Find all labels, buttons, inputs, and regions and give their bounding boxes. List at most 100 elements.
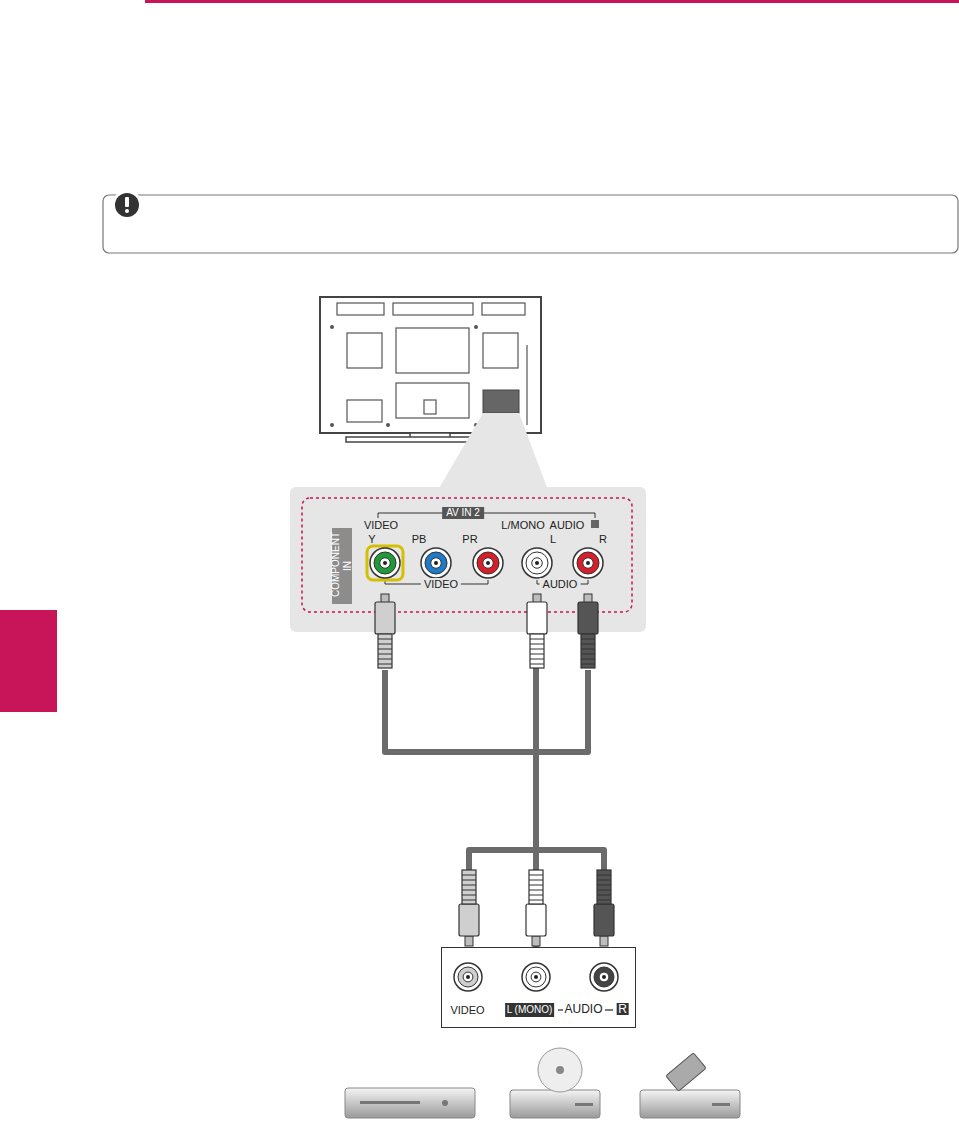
plug-ridge [530,644,544,645]
plug-tail [597,870,611,904]
jack-socket [583,558,594,569]
tv-screw [386,423,390,427]
plug-ridge [462,875,476,876]
jack [522,548,552,578]
plug-tail [529,870,543,904]
r-icon [591,520,599,528]
note-icon [115,193,139,217]
jack-ring [458,967,478,987]
plug-ridge [378,644,392,645]
jack-ring [526,552,548,574]
tv-edge [526,345,527,425]
plug-ridge [530,659,544,660]
plug-ridge [462,880,476,881]
plug-body [594,904,614,936]
plug-ridge [462,885,476,886]
jack-pin [602,975,606,979]
note-box [103,195,958,253]
plug-ridge [378,654,392,655]
plug-ridge [581,644,595,645]
jack-pin [586,561,590,565]
plug-ridge [378,664,392,665]
jack [421,548,451,578]
bracket [378,513,595,518]
panel-label: COMPONENT IN [330,535,354,597]
highlight [367,546,403,580]
jack-pin [434,561,438,565]
plug-body [526,904,546,936]
tv-panel [396,328,469,373]
dvd-detail [575,1103,593,1106]
plug-ridge [462,895,476,896]
jack-socket [380,558,391,569]
note-icon-dot [125,209,129,213]
tv-panel [347,333,382,368]
jack-ring [425,552,447,574]
tv-panel [424,400,436,414]
jack-label: VIDEO [450,1004,484,1016]
jack-socket [431,558,442,569]
vcr-button [442,1100,448,1106]
cable [469,850,604,880]
plug-ridge [378,639,392,640]
plug-ridge [530,649,544,650]
plug-tip [600,936,608,946]
jack-pin [535,561,539,565]
input-label: AV IN 2 [442,507,484,519]
vcr-slot [360,1101,420,1104]
plug-ridge [581,649,595,650]
note-icon-mark [125,197,129,207]
tv-screw [474,325,478,329]
plug-ridge [597,880,611,881]
tv-panel [347,400,382,422]
jack-label: PR [462,533,477,545]
jack-ring [577,552,599,574]
group-label: AUDIO [540,578,581,590]
tv-panel [482,303,525,315]
dvd-player [510,1090,600,1118]
plug-tip [465,936,473,946]
callout-wedge [438,413,548,490]
jack-ring [594,967,614,987]
plug-body [527,602,547,634]
jack-pin [383,561,387,565]
jack-socket [599,972,609,982]
plug-ridge [597,885,611,886]
plug-tail [462,870,476,904]
jack-area-outline [302,498,632,612]
jack-label: R [616,1003,629,1015]
jack-label: R [599,533,607,545]
plug-ridge [378,659,392,660]
plug-ridge [462,890,476,891]
device-panel: VIDEOL (MONO)AUDIOR [441,947,636,1028]
plug-tail [581,634,595,668]
cassette [666,1053,706,1091]
plug-ridge [581,639,595,640]
tv-panel [483,333,518,368]
disc [538,1048,582,1092]
plug-tip [532,936,540,946]
jack-pin [466,975,470,979]
plug-body [459,904,479,936]
dash [558,1009,563,1010]
plug-ridge [378,649,392,650]
tv-panel [393,303,473,315]
plug-ridge [597,900,611,901]
plug-ridge [529,880,543,881]
player-detail [712,1103,730,1106]
jack-socket [532,558,543,569]
note-icon-gap [112,190,142,220]
plug-ridge [529,885,543,886]
player [640,1090,740,1118]
jack-label: AUDIO [550,519,585,531]
side-tab [0,610,57,712]
jack [522,963,550,991]
jack [370,548,400,578]
jack-label: L [550,533,556,545]
top-rule [145,0,959,3]
dash [605,1009,613,1010]
plug-tail [530,634,544,668]
jack-socket [463,972,473,982]
